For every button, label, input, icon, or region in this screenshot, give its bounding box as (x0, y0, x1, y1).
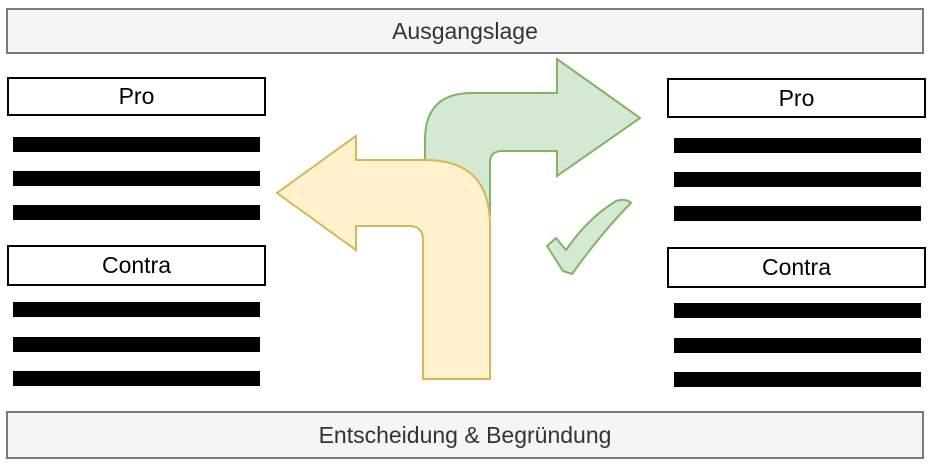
left-contra-line-3 (13, 371, 260, 386)
right-pro-line-2 (674, 172, 921, 187)
situation-banner: Ausgangslage (6, 8, 924, 54)
left-contra-line-2 (13, 337, 260, 352)
left-pro-line-2 (13, 171, 260, 186)
arrow-turn-left-icon (275, 134, 491, 380)
right-contra-line-1 (674, 303, 921, 318)
left-pro-line-3 (13, 205, 260, 220)
right-contra-line-3 (674, 372, 921, 387)
left-pro-label: Pro (7, 77, 266, 116)
right-pro-line-3 (674, 206, 921, 221)
left-contra-label: Contra (7, 245, 266, 286)
left-pro-line-1 (13, 137, 260, 152)
left-contra-line-1 (13, 302, 260, 317)
right-pro-label: Pro (667, 78, 926, 118)
right-contra-line-2 (674, 338, 921, 353)
right-contra-label: Contra (667, 247, 926, 288)
decision-banner: Entscheidung & Begründung (6, 411, 924, 459)
arrow-turn-right-icon (424, 57, 642, 216)
right-pro-line-1 (674, 138, 921, 153)
checkmark-icon (546, 198, 632, 275)
